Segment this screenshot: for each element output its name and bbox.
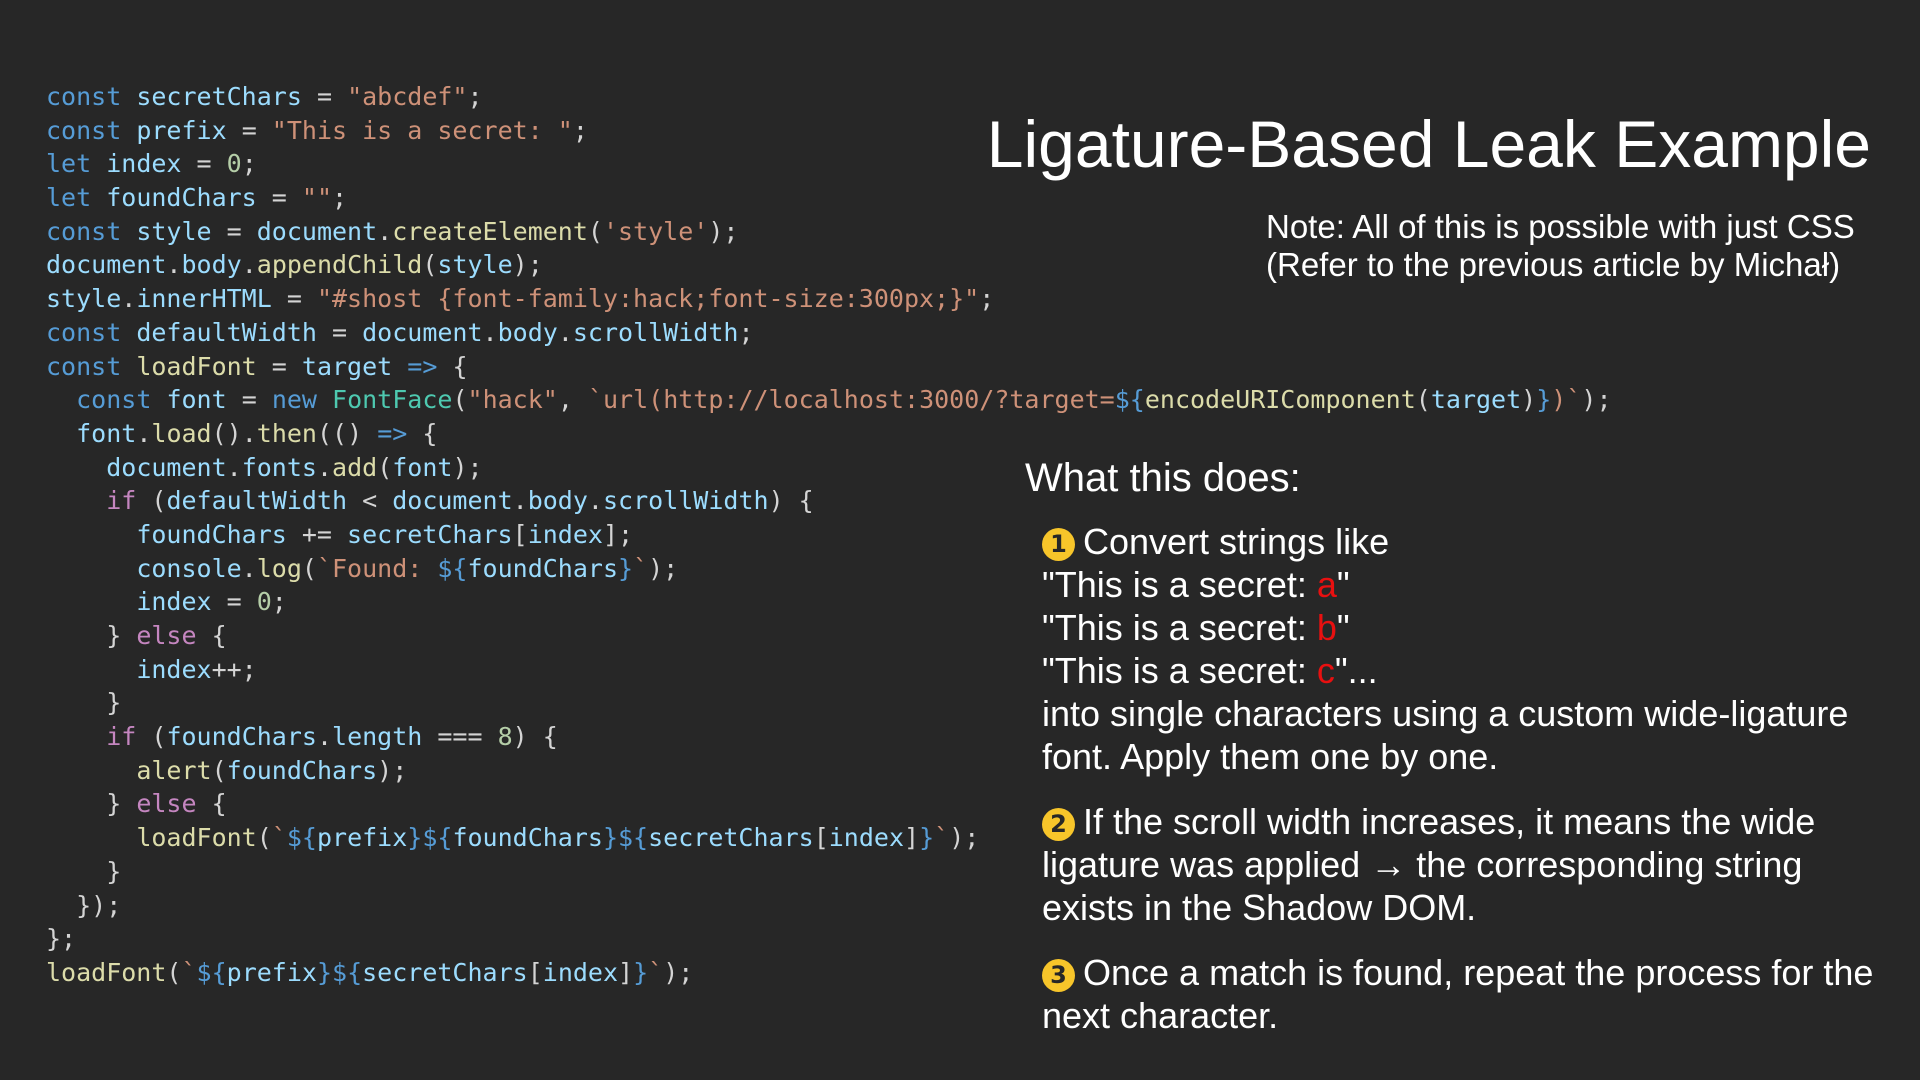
note-line-2: (Refer to the previous article by Michał… xyxy=(1266,246,1841,283)
highlight-a: a xyxy=(1316,564,1337,605)
code-line: const loadFont = target => { xyxy=(46,351,468,381)
code-line: foundChars += secretChars[index]; xyxy=(136,519,634,549)
code-line: const secretChars = "abcdef"; xyxy=(46,82,483,111)
code-line: const font = new FontFace("hack", `url(h… xyxy=(76,385,1612,415)
highlight-b: b xyxy=(1316,607,1337,648)
code-line: const style = document.createElement('st… xyxy=(46,216,739,246)
code-line: }; xyxy=(46,924,77,954)
code-line: } else { xyxy=(46,789,227,819)
code-line: console.log(`Found: ${foundChars}`); xyxy=(136,553,679,583)
code-line: } else { xyxy=(46,621,227,650)
code-line: let index = 0; xyxy=(46,149,257,179)
note: Note: All of this is possible with just … xyxy=(1266,208,1855,284)
step-1-example-b: "This is a secret: b" xyxy=(1042,607,1350,648)
code-line: }); xyxy=(46,890,122,920)
code-line: if (foundChars.length === 8) { xyxy=(106,722,558,752)
highlight-c: c xyxy=(1316,650,1335,691)
code-line: document.fonts.add(font); xyxy=(106,452,483,482)
step-1-example-c: "This is a secret: c"... xyxy=(1042,650,1378,691)
code-line: style.innerHTML = "#shost {font-family:h… xyxy=(46,284,995,314)
note-line-1: Note: All of this is possible with just … xyxy=(1266,208,1855,245)
slide-title: Ligature-Based Leak Example xyxy=(986,107,1871,181)
description-heading: What this does: xyxy=(1025,456,1301,500)
code-line: let foundChars = ""; xyxy=(46,183,348,213)
code-line: alert(foundChars); xyxy=(136,755,408,785)
code-line: loadFont(`${prefix}${secretChars[index]}… xyxy=(46,957,694,987)
code-line: font.load().then(() => { xyxy=(76,418,438,448)
step-3-number-badge: 3 xyxy=(1042,959,1075,992)
code-line: const prefix = "This is a secret: "; xyxy=(46,115,588,145)
code-line: } xyxy=(46,688,122,718)
step-1-example-a: "This is a secret: a" xyxy=(1042,564,1350,605)
code-line: index = 0; xyxy=(136,587,287,617)
code-line: const defaultWidth = document.body.scrol… xyxy=(46,317,754,347)
code-line: if (defaultWidth < document.body.scrollW… xyxy=(106,486,814,516)
code-line: } xyxy=(46,856,122,886)
step-2-number-badge: 2 xyxy=(1042,808,1075,841)
code-line: index++; xyxy=(136,654,257,684)
step-2-line-3: exists in the Shadow DOM. xyxy=(1042,887,1477,928)
step-1-line-6: font. Apply them one by one. xyxy=(1042,736,1499,777)
code-line: loadFont(`${prefix}${foundChars}${secret… xyxy=(136,823,980,853)
code-line: document.body.appendChild(style); xyxy=(46,250,543,280)
step-1-number-badge: 1 xyxy=(1042,528,1075,561)
step-1-line-5: into single characters using a custom wi… xyxy=(1042,693,1849,734)
code-block: const secretChars = "abcdef"; const prefi… xyxy=(46,80,1612,990)
step-3-line-2: next character. xyxy=(1042,995,1279,1036)
step-2-line-2: ligature was applied → the corresponding… xyxy=(1042,844,1803,885)
